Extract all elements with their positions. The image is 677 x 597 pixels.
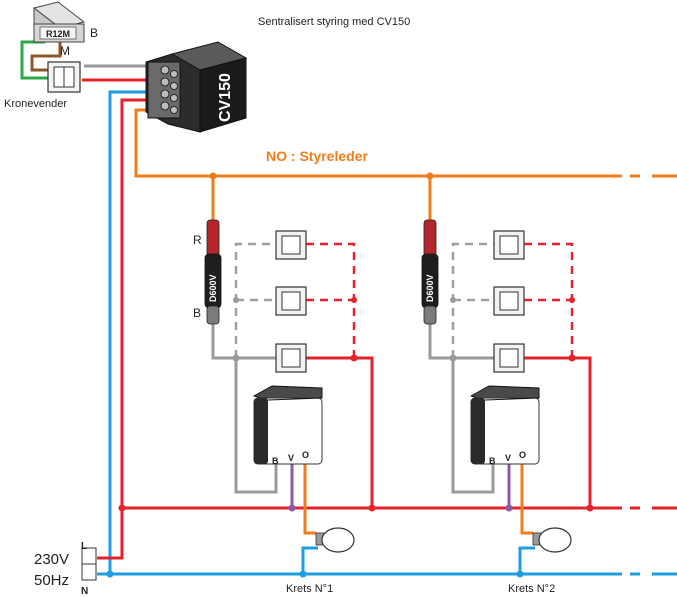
pushbutton-2a	[493, 230, 525, 260]
krets-label-2: Krets N°2	[508, 583, 555, 595]
d600v-module-2: D600V	[421, 219, 439, 325]
circuit-2: D600V B V O Krets N°2	[421, 219, 572, 595]
r12m-wire-b-label: B	[90, 26, 98, 40]
phase-wires	[82, 78, 677, 560]
dashed-pushbutton-wires	[234, 242, 574, 358]
pushbutton-1a	[275, 230, 307, 260]
r12m-wire-m-label: M	[60, 44, 70, 58]
dimmer-terminal-v-1: V	[288, 453, 294, 463]
supply-frequency-label: 50Hz	[34, 572, 69, 589]
dimmer-module-2: B V O	[469, 385, 540, 466]
circuit-1: D600V R B B V O Krets N°1	[193, 219, 355, 595]
diagram-title: Sentralisert styring med CV150	[258, 16, 410, 28]
wire-r-label-1: R	[193, 233, 202, 247]
dimmer-terminal-b-1: B	[272, 456, 279, 466]
kronevender-label: Kronevender	[4, 98, 67, 110]
neutral-wires	[97, 90, 677, 576]
pushbutton-1c	[275, 343, 307, 373]
control-wire-label: NO : Styreleder	[266, 148, 368, 164]
pushbutton-2b	[493, 286, 525, 316]
violet-wires	[290, 462, 511, 508]
control-wires	[134, 108, 677, 535]
kronevender-switch	[47, 61, 81, 93]
d600v-label-2: D600V	[425, 274, 435, 302]
d600v-label-1: D600V	[208, 274, 218, 302]
supply-terminal: L N	[81, 541, 97, 597]
supply-phase-label: L	[81, 541, 87, 552]
dimmer-module-1: B V O	[252, 385, 323, 466]
r12m-label: R12M	[46, 29, 70, 39]
krets-label-1: Krets N°1	[286, 583, 333, 595]
pushbutton-1b	[275, 286, 307, 316]
r12m-module: R12M	[32, 1, 86, 43]
pushbutton-2c	[493, 343, 525, 373]
cv150-controller: CV150	[145, 41, 248, 133]
lamp-2	[532, 527, 572, 553]
dimmer-terminal-o-1: O	[302, 450, 309, 460]
dimmer-terminal-o-2: O	[519, 450, 526, 460]
wire-b-label-1: B	[193, 306, 201, 320]
junction-dots	[106, 172, 594, 578]
grey-wires	[84, 64, 495, 494]
supply-neutral-label: N	[81, 586, 88, 597]
dimmer-terminal-v-2: V	[505, 453, 511, 463]
d600v-module-1: D600V	[204, 219, 222, 325]
supply-voltage-label: 230V	[34, 551, 69, 568]
lamp-1	[315, 527, 355, 553]
dimmer-terminal-b-2: B	[489, 456, 496, 466]
cv150-label: CV150	[217, 73, 234, 122]
